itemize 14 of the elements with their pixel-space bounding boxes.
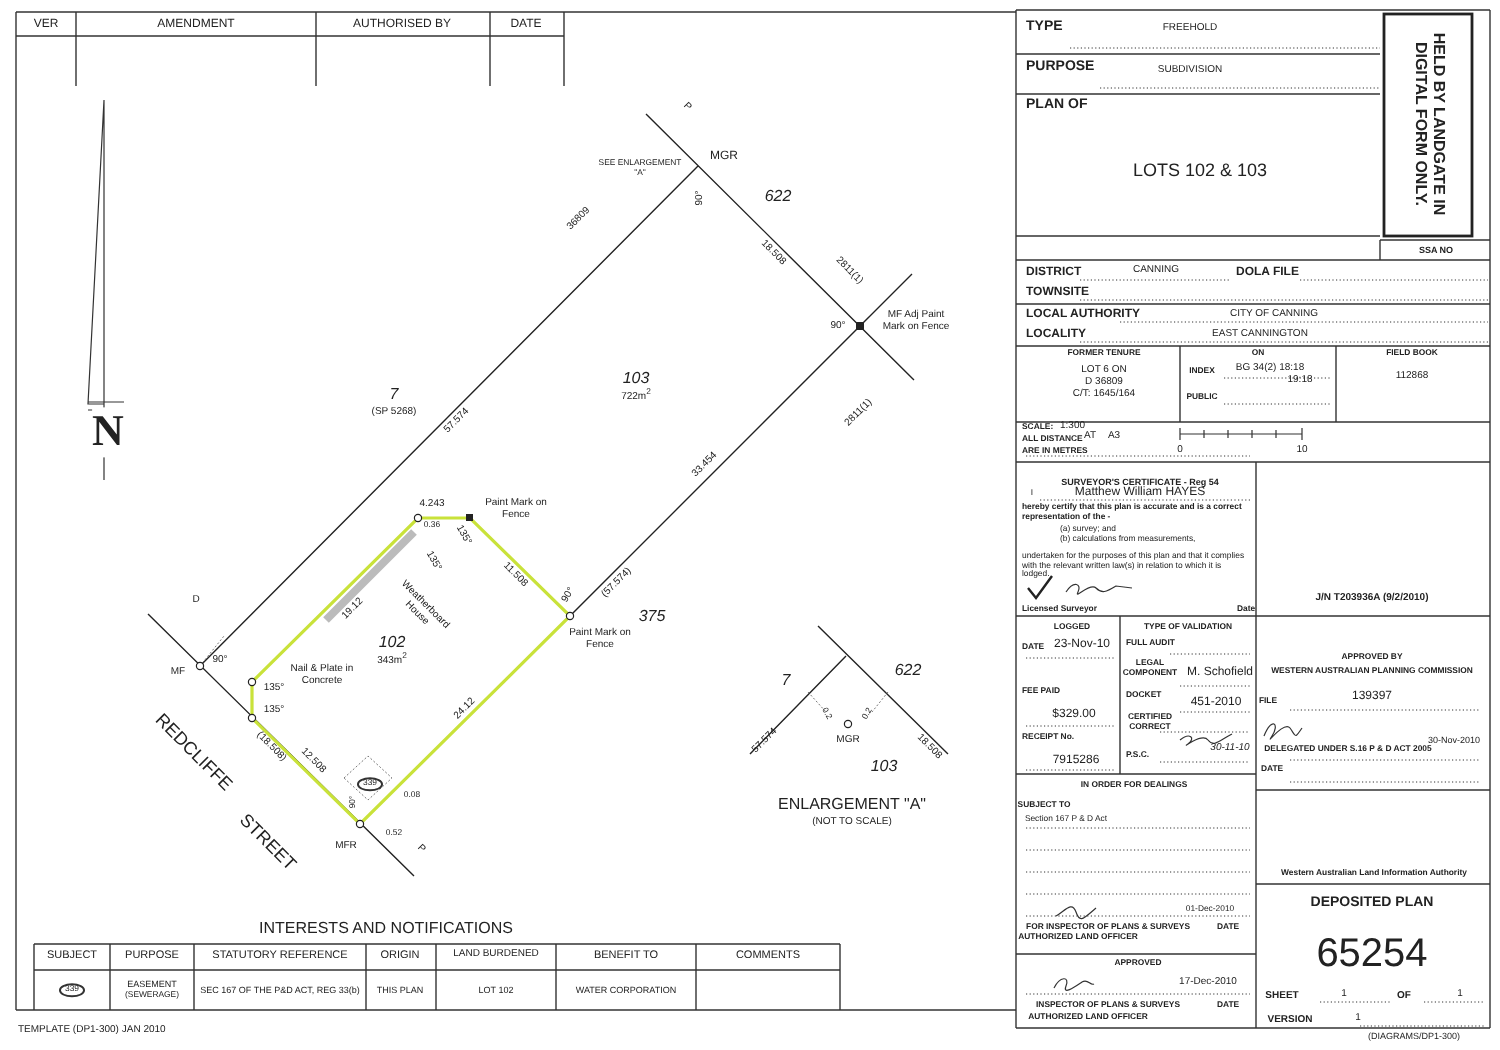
lot-number: 7 [389, 387, 399, 405]
lot-number: 102 [378, 635, 406, 652]
heading: ENLARGEMENT "A" [778, 797, 926, 815]
lot-number: 103 [870, 759, 898, 777]
heading: N [92, 407, 124, 457]
heading: 65254 [1316, 931, 1428, 977]
lot-number: 622 [894, 663, 922, 681]
form-value: LOTS 102 & 103 [1132, 159, 1268, 181]
lot-number: 375 [638, 609, 666, 627]
lot-number: 7 [781, 673, 791, 691]
heading: HELD BY LANDGATE IN DIGITAL FORM ONLY. [1410, 30, 1446, 220]
lot-number: 622 [764, 189, 792, 207]
heading: INTERESTS AND NOTIFICATIONS [259, 921, 513, 939]
lot-number: 103 [622, 371, 650, 388]
